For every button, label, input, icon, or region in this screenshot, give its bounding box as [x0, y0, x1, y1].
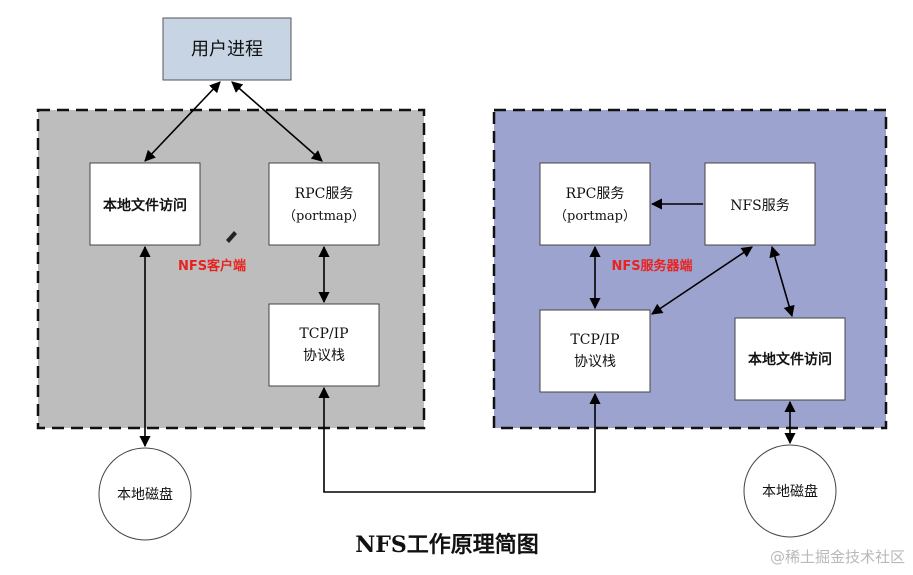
watermark: @稀土掘金技术社区 — [770, 548, 905, 566]
left-local-disk — [98, 447, 192, 541]
left-local-disk-label: 本地磁盘 — [117, 486, 173, 503]
server-rpc-sublabel: （portmap） — [554, 209, 636, 224]
server-nfs-service-box — [704, 162, 816, 246]
server-tcpip-box — [539, 309, 651, 393]
arrow-user-to-client-rpc — [231, 81, 323, 162]
user-process-box — [162, 17, 292, 81]
server-region-label: NFS服务器端 — [611, 258, 692, 274]
arrow-nfs-to-server-file-access — [769, 245, 795, 318]
client-region-label: NFS客户端 — [178, 258, 246, 274]
server-rpc-box — [539, 162, 651, 246]
server-tcpip-label: TCP/IP — [570, 332, 619, 348]
server-tcpip-sublabel: 协议栈 — [574, 354, 616, 370]
client-rpc-box — [268, 162, 380, 246]
client-tcpip-sublabel: 协议栈 — [303, 348, 345, 364]
client-tcpip-box — [268, 303, 380, 387]
arrow-client-tcpip-to-server-tcpip — [318, 386, 601, 493]
client-local-file-access-label: 本地文件访问 — [103, 197, 187, 214]
right-local-disk-label: 本地磁盘 — [762, 483, 818, 500]
server-local-file-access-label: 本地文件访问 — [748, 351, 832, 368]
client-rpc-label: RPC服务 — [295, 186, 354, 202]
server-rpc-label: RPC服务 — [566, 186, 625, 202]
connector-arrows — [139, 81, 796, 493]
client-local-file-access-box — [89, 162, 201, 246]
pen-cursor-icon — [226, 231, 237, 243]
client-rpc-sublabel: （portmap） — [283, 209, 365, 224]
client-tcpip-label: TCP/IP — [299, 326, 348, 342]
server-local-file-access-box — [734, 317, 846, 401]
server-nfs-service-label: NFS服务 — [730, 198, 790, 214]
arrow-nfs-to-server-tcpip — [651, 246, 753, 315]
arrow-user-to-client-file-access — [144, 81, 221, 162]
right-local-disk — [743, 444, 837, 538]
diagram-caption: NFS工作原理简图 — [355, 532, 539, 558]
user-process-label: 用户进程 — [191, 39, 263, 60]
